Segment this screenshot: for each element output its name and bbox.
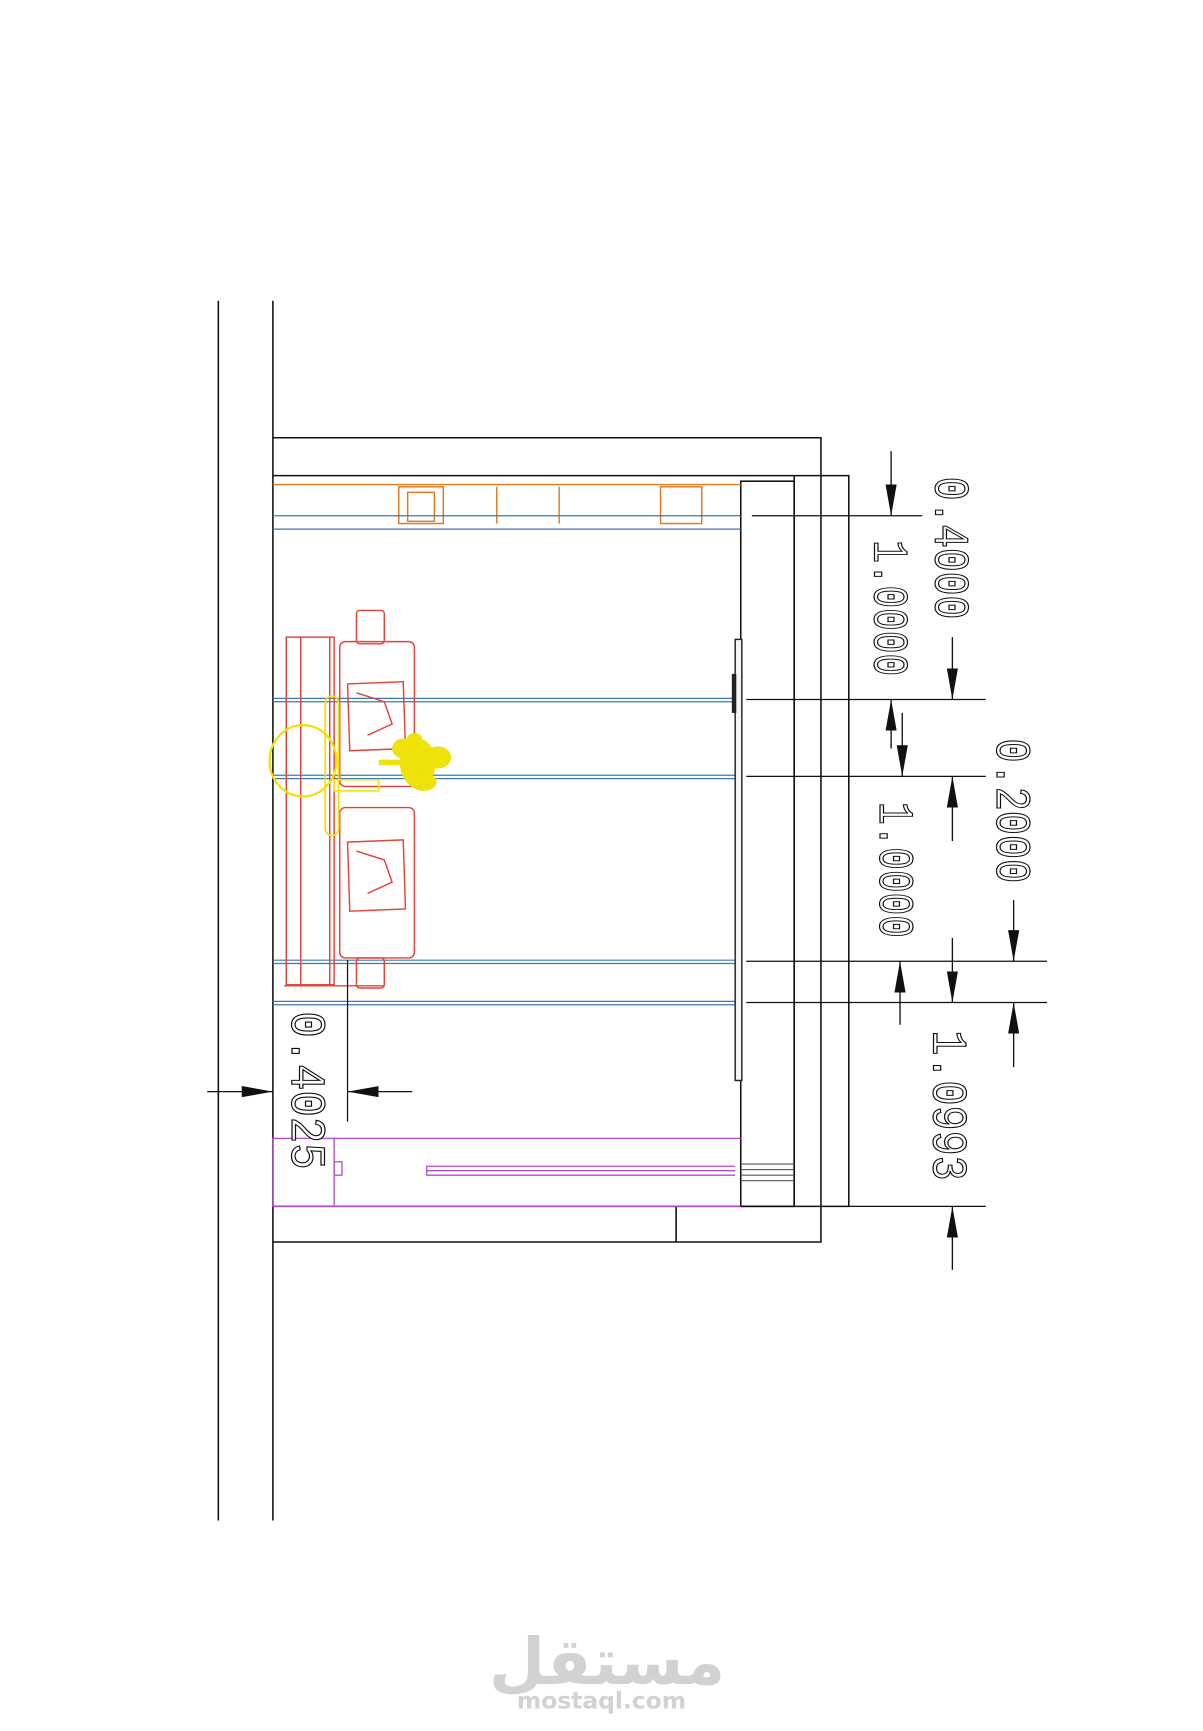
- dimension-labels: 0.4000 1.0000 0.2000 1.0000 1.0993 0.402…: [276, 476, 1038, 1181]
- dimension-arrows: [207, 451, 1020, 1270]
- cabinet-handle: [333, 1161, 343, 1176]
- dimension-label-top-offset: 0.4000: [921, 477, 977, 620]
- walls: [217, 300, 850, 1521]
- side-table: [268, 695, 380, 837]
- dimension-label-wall-offset: 0.4025: [277, 1011, 333, 1169]
- cushion-bottom: [346, 839, 407, 912]
- tv-unit: [731, 638, 743, 1082]
- dimension-label-first-span: 1.0000: [859, 540, 915, 676]
- shelf-box: [398, 486, 445, 525]
- watermark-latin: mostaql.com: [517, 1687, 686, 1715]
- wall-shelf: [272, 483, 741, 525]
- tv-wall-panel: [739, 480, 795, 1208]
- watermark-arabic: مستقل: [489, 1625, 725, 1700]
- guide-lines: [272, 515, 741, 1006]
- sofa-back: [285, 636, 335, 986]
- watermark-logo: مستقل mostaql.com: [489, 1625, 725, 1715]
- room-outer-outline: [272, 436, 822, 1243]
- armchair-bottom: [339, 806, 416, 959]
- cabinet: [272, 1137, 741, 1208]
- shelf-box: [659, 486, 703, 525]
- dimension-label-second-span: 1.0000: [865, 802, 921, 938]
- sofa-arm-top: [355, 609, 386, 645]
- sofa-set: [284, 609, 416, 989]
- shelf-box-inner: [406, 491, 436, 523]
- sofa-arm-bottom: [355, 957, 386, 989]
- tv-bracket: [731, 673, 737, 713]
- dimension-label-bottom-span: 1.0993: [918, 1030, 974, 1180]
- table-stand: [324, 695, 340, 837]
- plant: [378, 732, 452, 791]
- cabinet-panel-lines: [740, 1163, 795, 1182]
- armchair-top: [339, 640, 416, 788]
- dimension-label-gap: 0.2000: [982, 739, 1038, 884]
- round-table: [268, 724, 338, 798]
